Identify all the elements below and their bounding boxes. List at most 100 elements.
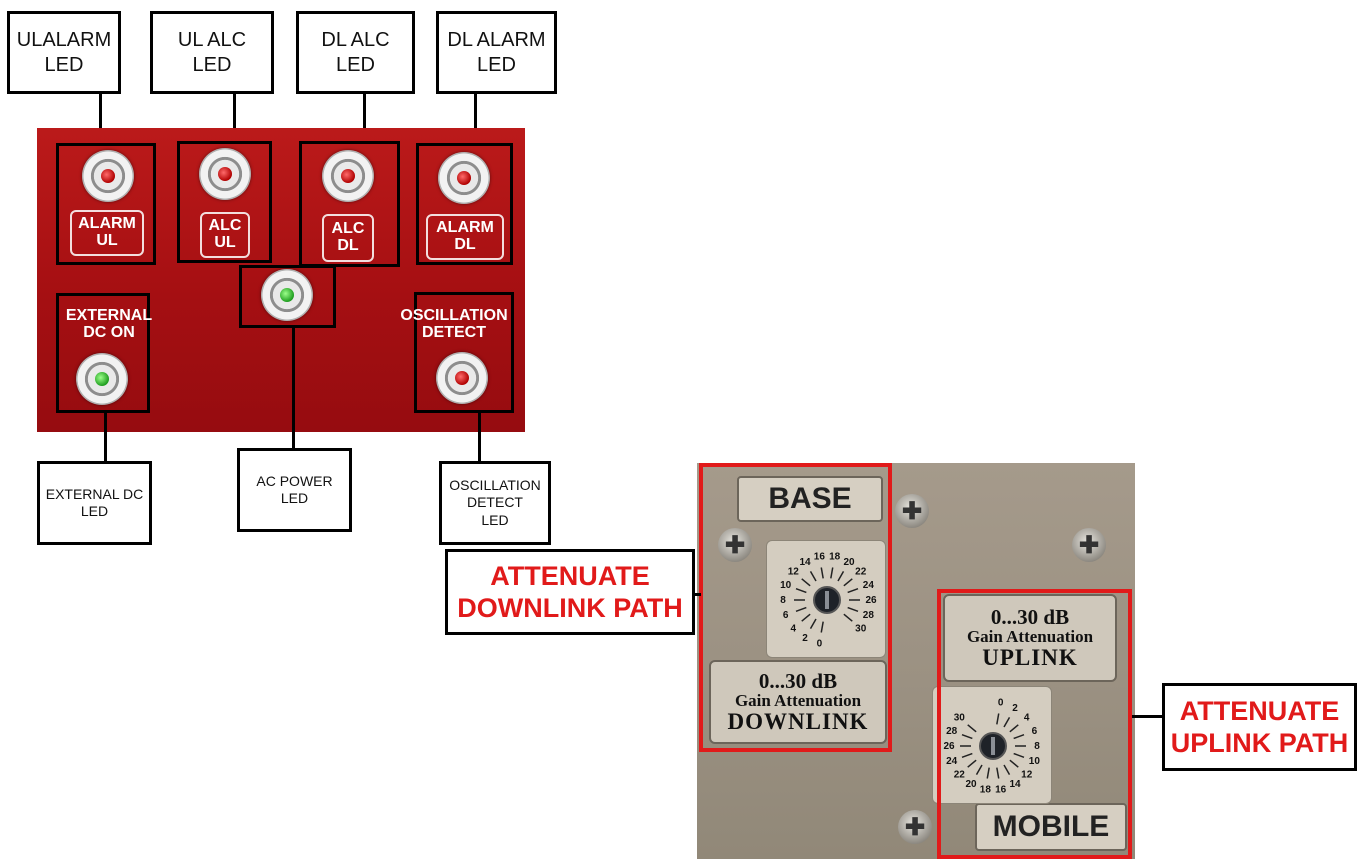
base-nameplate: BASE: [737, 476, 883, 522]
dial-tick-label: 6: [1032, 726, 1038, 737]
highlight-dl-alarm: [416, 143, 513, 265]
connector-line: [478, 413, 481, 461]
dial-tick-label: 24: [946, 756, 958, 767]
callout-dl-alc-led: DL ALC LED: [296, 11, 415, 94]
dial-tick: [967, 759, 977, 768]
panel-label-external-dc-on: EXTERNAL DC ON: [65, 307, 153, 341]
panel-label-alarm-ul: ALARM UL: [70, 210, 144, 256]
dial-tick: [801, 578, 811, 587]
led-lens: [95, 372, 109, 386]
connector-line: [474, 94, 477, 145]
mobile-nameplate: MOBILE: [975, 803, 1127, 851]
dial-tick-label: 2: [802, 633, 808, 644]
screw-icon: ✚: [1072, 528, 1106, 562]
dial-tick-label: 20: [965, 779, 977, 790]
highlight-external-dc: [56, 293, 150, 413]
dial-tick-label: 14: [1009, 779, 1021, 790]
dial-tick-label: 6: [783, 610, 789, 621]
led-lens: [455, 371, 469, 385]
uplink-highlight: [937, 589, 1132, 859]
callout-ul-alarm-led: ULALARM LED: [7, 11, 121, 94]
screw-icon: ✚: [898, 810, 932, 844]
panel-label-alc-dl: ALC DL: [322, 214, 374, 262]
callout-ul-alc-led: UL ALC LED: [150, 11, 274, 94]
dial-tick-label: 10: [780, 580, 792, 591]
panel-label-alarm-dl: ALARM DL: [426, 214, 504, 260]
dial-tick-label: 4: [791, 623, 797, 634]
dial-tick-label: 12: [1021, 769, 1033, 780]
attenuate-downlink-callout: ATTENUATE DOWNLINK PATH: [445, 549, 695, 635]
dial-tick-label: 14: [799, 557, 811, 568]
panel-label-oscillation-detect: OSCILLATION DETECT: [400, 307, 508, 341]
uplink-gain-plate: 0...30 dB Gain Attenuation UPLINK: [943, 594, 1117, 682]
highlight-ac-power: [239, 265, 336, 328]
dial-tick: [986, 767, 990, 779]
dial-tick-label: 0: [998, 698, 1004, 709]
connector-line: [99, 94, 102, 145]
dial-tick: [975, 764, 983, 775]
downlink-direction: DOWNLINK: [727, 708, 869, 734]
dial-tick: [1009, 724, 1019, 733]
attenuate-uplink-callout: ATTENUATE UPLINK PATH: [1162, 683, 1357, 771]
dial-tick-label: 18: [980, 784, 992, 795]
dial-tick-label: 8: [1034, 741, 1040, 752]
panel-label-alc-ul: ALC UL: [200, 212, 250, 258]
dial-tick: [820, 621, 824, 633]
connector-line: [104, 413, 107, 461]
ac-power-led: [261, 269, 313, 321]
dial-tick: [809, 571, 817, 582]
connector-line: [695, 593, 701, 596]
dial-tick-label: 22: [855, 567, 867, 578]
dial-tick-label: 22: [954, 769, 966, 780]
dial-tick: [996, 767, 1000, 779]
connector-line: [233, 94, 236, 143]
screw-icon: ✚: [718, 528, 752, 562]
downlink-caption: Gain Attenuation: [734, 691, 862, 711]
dial-tick-label: 8: [780, 595, 786, 606]
dial-tick: [830, 567, 834, 579]
dial-tick-label: 26: [943, 741, 955, 752]
dial-tick: [1003, 764, 1011, 775]
dial-tick-label: 4: [1024, 713, 1030, 724]
uplink-caption: Gain Attenuation: [966, 627, 1094, 647]
callout-ac-power-led: AC POWER LED: [237, 448, 352, 532]
dial-tick: [1013, 752, 1025, 758]
dial-tick-label: 30: [855, 623, 867, 634]
dl-alarm-led: [438, 152, 490, 204]
highlight-ul-alarm: [56, 143, 156, 265]
dial-tick-label: 28: [946, 726, 958, 737]
dial-tick-label: 10: [1029, 756, 1041, 767]
dial-tick: [801, 613, 811, 622]
dial-tick: [847, 606, 859, 612]
downlink-range: 0...30 dB: [758, 668, 838, 693]
connector-line: [1132, 715, 1162, 718]
dial-tick: [961, 734, 973, 740]
dial-tick-label: 20: [843, 557, 855, 568]
dial-tick-label: 18: [829, 552, 841, 563]
dial-tick: [809, 618, 817, 629]
led-lens: [280, 288, 294, 302]
highlight-ul-alc: [177, 141, 272, 263]
highlight-dl-alc: [299, 141, 400, 267]
connector-line: [292, 328, 295, 448]
led-lens: [101, 169, 115, 183]
dial-tick-label: 16: [814, 552, 826, 563]
uplink-direction: UPLINK: [982, 644, 1078, 670]
dial-tick: [820, 567, 824, 579]
downlink-gain-plate: 0...30 dB Gain Attenuation DOWNLINK: [709, 660, 887, 744]
dial-tick: [795, 606, 807, 612]
dial-tick: [967, 724, 977, 733]
dial-tick: [1003, 717, 1011, 728]
dial-tick-label: 28: [863, 610, 875, 621]
dial-tick: [1009, 759, 1019, 768]
oscillation-detect-led: [436, 352, 488, 404]
dial-tick: [843, 613, 853, 622]
ul-alarm-led: [82, 150, 134, 202]
dial-tick: [996, 713, 1000, 725]
dl-alc-led: [322, 150, 374, 202]
dial-tick-label: 2: [1012, 703, 1018, 714]
ul-alc-led: [199, 148, 251, 200]
